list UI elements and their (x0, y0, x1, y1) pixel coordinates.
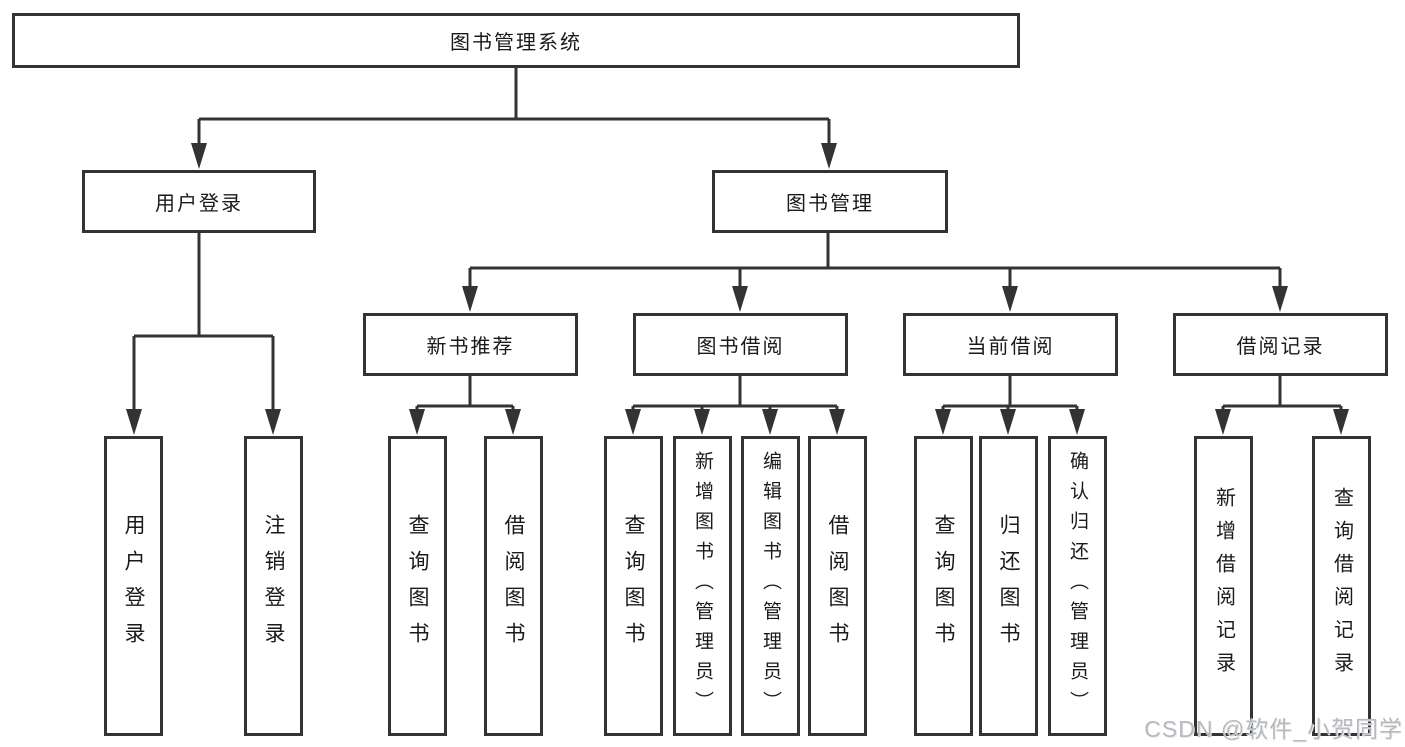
leaf-user-login: 用户登录 (104, 436, 163, 736)
arrowhead (1000, 409, 1016, 435)
arrowhead (409, 409, 425, 435)
node-book-borrow-label: 图书借阅 (696, 336, 785, 358)
leaf-return-books: 归还图书 (979, 436, 1038, 736)
arrowhead (1069, 409, 1085, 435)
leaf-query-books-current-label: 查询图书 (932, 514, 955, 658)
leaf-logout-label: 注销登录 (262, 514, 285, 658)
leaf-confirm-return-admin-label: 确认归还（管理员） (1067, 451, 1088, 721)
node-user-login: 用户登录 (82, 170, 316, 233)
leaf-query-borrow-record-label: 查询借阅记录 (1330, 487, 1353, 685)
leaf-edit-books-admin: 编辑图书（管理员） (741, 436, 800, 736)
leaf-query-books-recommend-label: 查询图书 (406, 514, 429, 658)
leaf-query-books-borrow: 查询图书 (604, 436, 663, 736)
leaf-return-books-label: 归还图书 (997, 514, 1020, 658)
arrowhead (829, 409, 845, 435)
node-book-management: 图书管理 (712, 170, 948, 233)
csdn-watermark: CSDN @软件_小贺同学 (1144, 716, 1403, 742)
node-current-borrow-label: 当前借阅 (966, 336, 1055, 358)
leaf-borrow-books-label: 借阅图书 (826, 514, 849, 658)
arrowhead (625, 409, 641, 435)
arrowhead (1272, 286, 1288, 312)
node-root-label: 图书管理系统 (450, 32, 582, 54)
node-new-book-recommend: 新书推荐 (363, 313, 578, 376)
leaf-borrow-books: 借阅图书 (808, 436, 867, 736)
arrowhead (191, 143, 207, 169)
leaf-query-borrow-record: 查询借阅记录 (1312, 436, 1371, 736)
node-new-book-recommend-label: 新书推荐 (426, 336, 515, 358)
leaf-logout: 注销登录 (244, 436, 303, 736)
arrowhead (935, 409, 951, 435)
leaf-add-borrow-record: 新增借阅记录 (1194, 436, 1253, 736)
leaf-query-books-recommend: 查询图书 (388, 436, 447, 736)
node-book-borrow: 图书借阅 (633, 313, 848, 376)
leaf-query-books-current: 查询图书 (914, 436, 973, 736)
arrowhead (762, 409, 778, 435)
arrowhead (694, 409, 710, 435)
arrowhead (126, 409, 142, 435)
node-user-login-label: 用户登录 (155, 193, 243, 215)
leaf-edit-books-admin-label: 编辑图书（管理员） (760, 451, 781, 721)
node-current-borrow: 当前借阅 (903, 313, 1118, 376)
arrowhead (462, 286, 478, 312)
leaf-confirm-return-admin: 确认归还（管理员） (1048, 436, 1107, 736)
leaf-user-login-label: 用户登录 (122, 514, 145, 658)
node-book-management-label: 图书管理 (786, 193, 874, 215)
arrowhead (1002, 286, 1018, 312)
node-borrow-records: 借阅记录 (1173, 313, 1388, 376)
leaf-add-books-admin-label: 新增图书（管理员） (692, 451, 713, 721)
leaf-add-books-admin: 新增图书（管理员） (673, 436, 732, 736)
leaf-borrow-books-recommend-label: 借阅图书 (502, 514, 525, 658)
arrowhead (265, 409, 281, 435)
node-borrow-records-label: 借阅记录 (1236, 336, 1325, 358)
leaf-borrow-books-recommend: 借阅图书 (484, 436, 543, 736)
leaf-add-borrow-record-label: 新增借阅记录 (1212, 487, 1235, 685)
node-root: 图书管理系统 (12, 13, 1020, 68)
arrowhead (1215, 409, 1231, 435)
arrowhead (732, 286, 748, 312)
arrowhead (1333, 409, 1349, 435)
arrowhead (505, 409, 521, 435)
arrowhead (821, 143, 837, 169)
leaf-query-books-borrow-label: 查询图书 (622, 514, 645, 658)
